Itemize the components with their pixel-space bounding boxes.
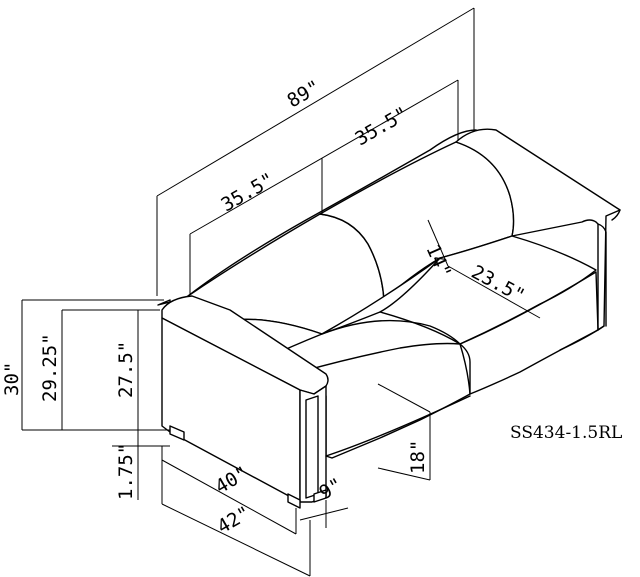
- height-dimensions: [21, 299, 170, 500]
- overall-width-dimension: [156, 7, 475, 296]
- sofa-body: [157, 128, 621, 509]
- seat-height-dimension: [377, 383, 431, 481]
- model-code-label: SS434-1.5RL: [510, 423, 622, 443]
- front-left-leg: [169, 425, 185, 441]
- arm-height-label: 27.5": [115, 341, 137, 398]
- seat-width-left-label: 35.5": [218, 169, 279, 217]
- back-height-label: 29.25": [39, 333, 61, 402]
- overall-width-label: 89": [284, 76, 325, 112]
- seat-width-dimensions: [189, 79, 459, 296]
- leg-height-label: 1.75": [115, 443, 137, 500]
- depth-dimension-lines: [427, 219, 541, 319]
- seat-height-label: 18": [407, 440, 429, 474]
- right-arm: [455, 128, 621, 331]
- front-right-leg: [287, 493, 301, 509]
- back-right-leg: [313, 489, 327, 503]
- overall-height-label: 30": [1, 362, 23, 396]
- seat-width-right-label: 35.5": [352, 103, 413, 151]
- bottom-depth-dimensions: [161, 446, 349, 577]
- left-arm-front: [161, 317, 301, 503]
